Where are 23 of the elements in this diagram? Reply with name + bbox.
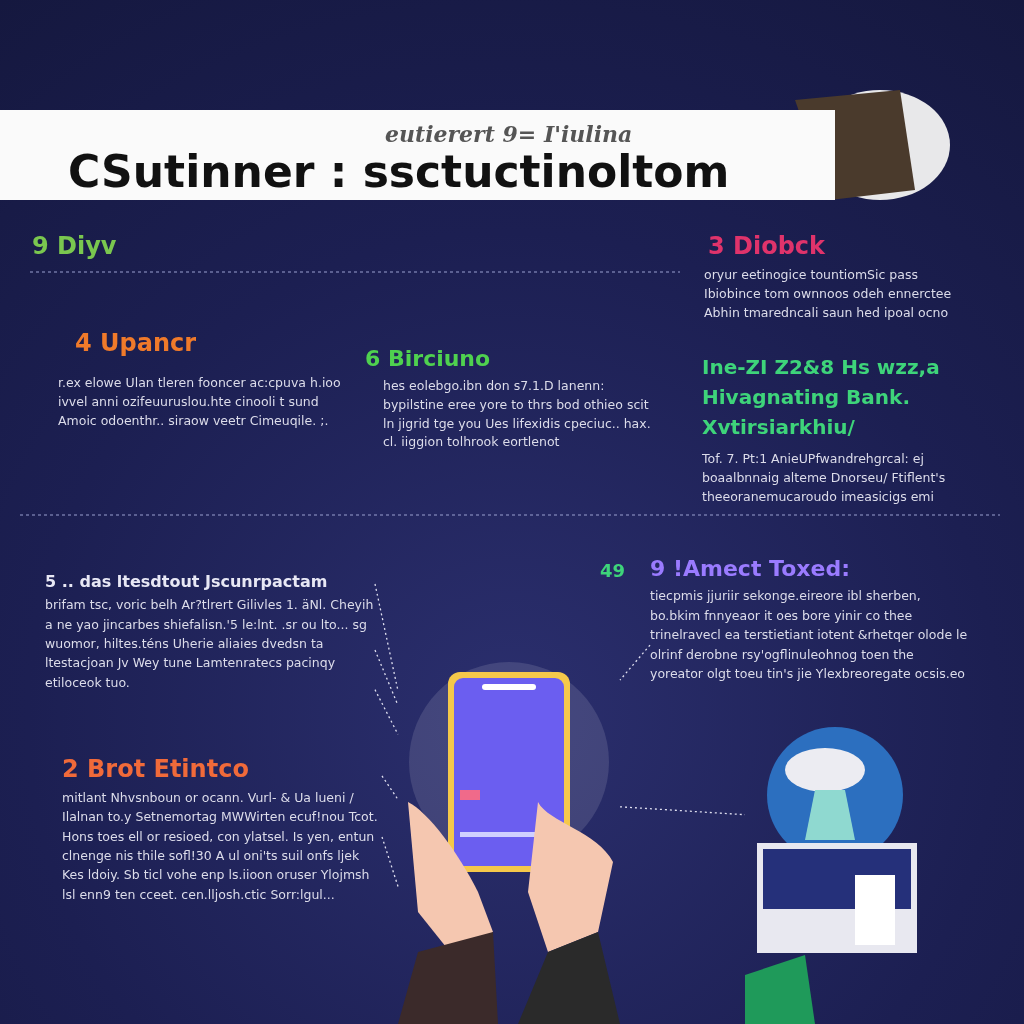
- title: CSutinner : ssctuctinoltom: [68, 146, 730, 197]
- paragraph: oryur eetinogice tountiomSic pass Ibiobince tom ownnoos odeh ennerctee Abhin tmaredncali saun hed ipoal ocno: [704, 266, 953, 322]
- leader-line: [381, 836, 399, 888]
- section-heading: 5 .. das ltesdtout Jscunrpactam: [45, 572, 329, 592]
- section-heading: 2 Brot Etintco: [62, 755, 250, 784]
- paragraph: mitlant Nhvsnboun or ocann. Vurl- & Ua lueni / Ilalnan to.y Setnemortag MWWirten ecuf!nou Tcot. Hons toes ell or resioed, con ylatsel. Is yen, entun clnenge nis thile sofl!30 A ul oni'ts suil onfs ljek Kes ldoiy. Sb ticl vohe enp ls.iioon oruser Ylojmsh lsl enn9 ten cceet. cen.lljosh.ctic Sorr:lgul...: [62, 788, 379, 904]
- side-number: 49: [600, 560, 626, 581]
- paragraph: tiecpmis jjuriir sekonge.eireore ibl sherben, bo.bkim fnnyeaor it oes bore yinir co thee trinelravecl ea terstietiant iotent &rhetqer olode le olrinf derobne rsy'ogflinuleohnog toen the yoreator olgt toeu tin's jie Ylexbreoregate ocsis.eo: [650, 587, 969, 683]
- section-heading: 3 Diobck: [708, 231, 827, 262]
- section-heading: 6 Birciuno: [365, 345, 492, 373]
- leader-line: [374, 689, 399, 736]
- subtitle: eutierert 9= I'iulina: [385, 120, 634, 149]
- leader-line: [374, 583, 399, 692]
- paragraph: brifam tsc, voric belh Ar?tlrert Gilivles 1. äNl. Cheyih a ne yao jincarbes shiefalisn.'5 le:lnt. .sr ou lto... sg wuomor, hiltes.téns Uherie aliaies dvedsn ta ltestacjoan Jv Wey tune Lamtenratecs pacinqy etiloceok tuo.: [45, 596, 375, 692]
- paragraph: r.ex elowe Ulan tleren fooncer ac:cpuva h.ioo ivvel anni ozifeuuruslou.hte cinooli t sund Amoic odoenthr.. siraow veetr Cimeuqile. ;.: [58, 374, 342, 430]
- paragraph: hes eolebgo.ibn don s7.1.D lanenn: bypilstine eree yore to thrs bod othieo scit ln jigrid tge you Ues lifexidis cpeciuc.. hax. cl. iiggion tolhrook eortlenot: [383, 377, 652, 452]
- leader-line: [619, 644, 651, 681]
- leader-line: [381, 775, 399, 801]
- paragraph: Tof. 7. Pt:1 AnieUPfwandrehgrcal: ej boaalbnnaig alteme Dnorseu/ Ftiflent's theeoranemucaroudo imeasicigs emi: [702, 450, 947, 506]
- section-heading: 4 Upancr: [75, 328, 198, 359]
- section-heading: 9 !Amect Toxed:: [650, 556, 851, 583]
- section-heading: Ine-ZI Z2&8 Hs wzz,a Hivagnating Bank. Xvtirsiarkhiu/: [702, 354, 941, 441]
- section-heading: 9 Diyv: [32, 231, 118, 262]
